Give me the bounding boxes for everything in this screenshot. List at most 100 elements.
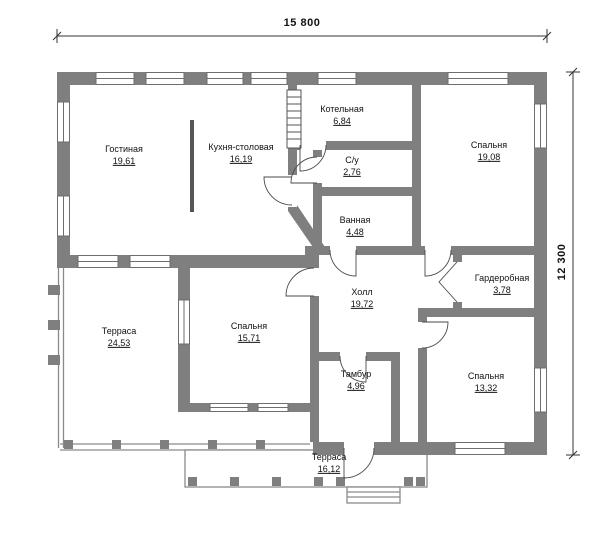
deck-post: [230, 477, 239, 486]
room-label-bedroom-1: Спальня 19,08: [471, 139, 507, 163]
door-opening-wc: [313, 157, 322, 183]
room-name: Спальня: [470, 139, 508, 150]
porch-post: [208, 440, 217, 449]
dimension-width-label: 15 800: [283, 17, 321, 29]
deck-post: [404, 477, 413, 486]
dimension-height-label: 12 300: [556, 243, 568, 281]
wall-bedroom2-right: [310, 255, 319, 442]
wall-exterior-right: [534, 72, 547, 455]
room-name: Котельная: [320, 103, 364, 114]
deck-post: [272, 477, 281, 486]
room-area: 24,53: [107, 338, 131, 348]
room-name: Спальня: [467, 370, 505, 381]
door-opening-bedroom3: [418, 322, 427, 348]
room-area: 15,71: [237, 333, 261, 343]
dimension-lines: [52, 29, 580, 460]
room-area: 2,76: [343, 167, 361, 177]
room-name: Терраса: [101, 325, 137, 336]
wall-kitchen-bottom: [190, 255, 319, 268]
door-opening-bedroom1: [425, 246, 451, 255]
door-opening-vestibule: [340, 352, 366, 361]
door-swing-bedroom2: [285, 267, 315, 297]
door-opening-kitchen: [288, 175, 297, 207]
room-area: 16,19: [229, 154, 253, 164]
door-openings: [288, 141, 462, 455]
room-label-wardrobe: Гардеробная 3,78: [475, 272, 529, 296]
room-label-wc: С/у 2,76: [343, 154, 361, 178]
door-fold-wardrobe: [438, 261, 458, 303]
room-area: 13,32: [474, 383, 498, 393]
room-name: Ванная: [339, 214, 371, 225]
door-opening-wardrobe: [453, 262, 462, 302]
dimension-ticks-top: [52, 31, 552, 41]
door-opening-entrance: [344, 442, 374, 455]
room-area: 19,61: [112, 156, 136, 166]
room-name: С/у: [345, 154, 359, 165]
wall-bedroom3-left: [418, 317, 427, 442]
entrance-steps: [346, 486, 401, 504]
room-name: Гостиная: [105, 143, 143, 154]
room-label-living: Гостиная 19,61: [105, 143, 143, 167]
wall-bedroom1-left: [412, 85, 421, 255]
porch-post: [112, 440, 121, 449]
room-label-terrace-left: Терраса 24,53: [102, 325, 137, 349]
room-area: 19,72: [350, 299, 374, 309]
door-swing-bath: [329, 249, 357, 277]
room-area: 19,08: [477, 152, 501, 162]
porch-post: [256, 440, 265, 449]
door-swings: [263, 144, 458, 479]
deck-post: [416, 477, 425, 486]
door-opening-boiler: [300, 141, 326, 150]
bottom-terrace-deck: [184, 449, 428, 488]
windows: [57, 72, 547, 455]
deck-post: [336, 477, 345, 486]
wall-bedroom1-bottom: [412, 246, 534, 255]
door-swing-kitchen: [263, 176, 293, 206]
vent-stack-flues: [287, 96, 301, 140]
porch-post: [160, 440, 169, 449]
wall-vestibule-right: [391, 352, 400, 442]
room-label-terrace-bottom: Терраса 16,12: [312, 451, 347, 475]
room-name: Спальня: [230, 320, 268, 331]
room-name: Кухня-столовая: [208, 141, 274, 152]
wall-living-kitchen-stub: [190, 120, 194, 212]
room-label-bedroom-2: Спальня 15,71: [231, 320, 267, 344]
room-name: Тамбур: [340, 368, 372, 379]
door-swing-boiler: [299, 144, 327, 172]
porch-post: [64, 440, 73, 449]
wall-boiler-bottom: [288, 141, 421, 150]
room-area: 16,12: [317, 464, 341, 474]
room-name: Гардеробная: [474, 272, 530, 283]
door-swing-vestibule: [339, 355, 367, 383]
door-swing-bedroom1: [424, 249, 452, 277]
vent-stack: [286, 89, 302, 149]
door-swing-bedroom3: [421, 321, 449, 349]
room-area: 4,48: [346, 227, 364, 237]
terrace-pillar: [48, 320, 60, 330]
terrace-structures: [48, 268, 428, 504]
wall-wardrobe-bottom: [418, 308, 534, 317]
room-label-bedroom-3: Спальня 13,32: [468, 370, 504, 394]
steps-treads: [347, 491, 400, 498]
wall-wet-left: [313, 150, 322, 255]
deck-post: [188, 477, 197, 486]
deck-post: [314, 477, 323, 486]
room-label-kitchen: Кухня-столовая 16,19: [208, 141, 273, 165]
room-label-vestibule: Тамбур 4,96: [341, 368, 372, 392]
terrace-pillar: [48, 355, 60, 365]
room-area: 4,96: [347, 381, 365, 391]
wall-exterior-left: [57, 72, 70, 268]
room-area: 6,84: [333, 116, 351, 126]
terrace-pillar: [48, 285, 60, 295]
door-opening-bedroom2: [310, 268, 319, 296]
room-name: Терраса: [311, 451, 347, 462]
room-area: 3,78: [493, 285, 511, 295]
room-name: Холл: [351, 286, 373, 297]
porch-bottom-edge: [60, 443, 310, 451]
room-label-boiler: Котельная 6,84: [320, 103, 364, 127]
door-swing-wc: [290, 156, 318, 184]
wall-wc-bath-divider: [313, 187, 421, 196]
dimension-ticks-right: [568, 67, 578, 460]
